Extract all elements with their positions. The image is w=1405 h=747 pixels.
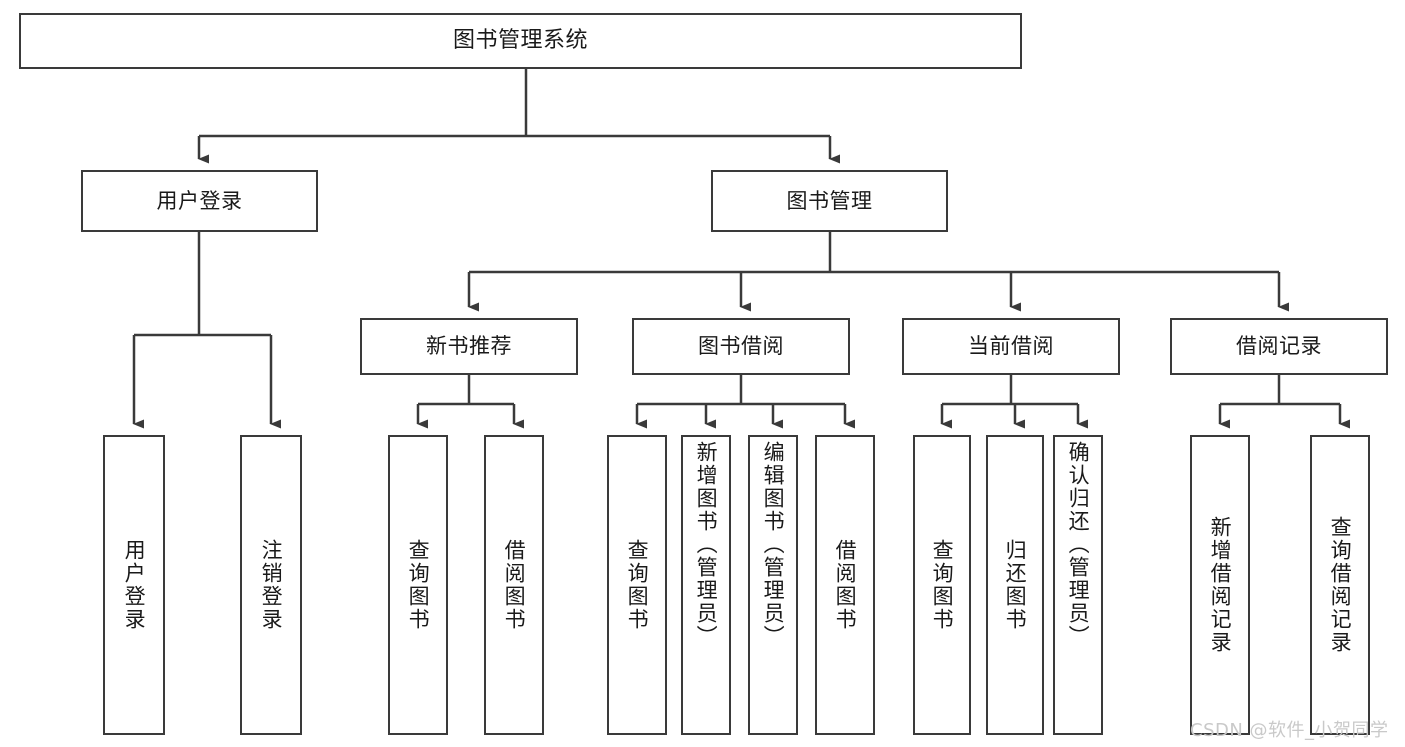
node-label: 当前借阅	[968, 334, 1054, 359]
connector-userlogin-to-leaves	[132, 232, 281, 429]
node-leaf08[interactable]: 借阅图书	[815, 435, 875, 735]
node-leaf04[interactable]: 借阅图书	[484, 435, 544, 735]
node-label: 借阅图书	[833, 539, 858, 631]
connector-lines	[132, 69, 1350, 429]
connector-current-to-leaves	[940, 375, 1088, 429]
node-label: 用户登录	[156, 188, 243, 213]
node-label: 归还图书	[1003, 539, 1028, 631]
node-label: 新增图书（管理员）	[694, 441, 719, 648]
node-leaf13[interactable]: 查询借阅记录	[1310, 435, 1370, 735]
connector-root-to-level2	[197, 69, 840, 164]
node-l3b[interactable]: 图书借阅	[632, 318, 850, 375]
node-label: 借阅图书	[502, 539, 527, 631]
node-leaf05[interactable]: 查询图书	[607, 435, 667, 735]
node-l3a[interactable]: 新书推荐	[360, 318, 578, 375]
node-leaf07[interactable]: 编辑图书（管理员）	[748, 435, 798, 735]
node-label: 查询图书	[625, 539, 650, 631]
node-leaf12[interactable]: 新增借阅记录	[1190, 435, 1250, 735]
node-l3d[interactable]: 借阅记录	[1170, 318, 1388, 375]
node-leaf09[interactable]: 查询图书	[913, 435, 971, 735]
connector-borrow-to-leaves	[635, 375, 855, 429]
node-label: 编辑图书（管理员）	[761, 441, 786, 648]
node-l2a[interactable]: 用户登录	[81, 170, 318, 232]
node-label: 借阅记录	[1236, 334, 1322, 359]
connector-bookmgmt-to-level3	[467, 232, 1289, 312]
node-label: 新书推荐	[426, 334, 512, 359]
connector-newbook-to-leaves	[416, 375, 524, 429]
node-label: 查询图书	[406, 539, 431, 631]
node-label: 查询借阅记录	[1328, 516, 1353, 654]
connector-record-to-leaves	[1218, 375, 1350, 429]
node-leaf03[interactable]: 查询图书	[388, 435, 448, 735]
node-label: 用户登录	[122, 539, 147, 631]
node-root[interactable]: 图书管理系统	[19, 13, 1022, 69]
node-leaf06[interactable]: 新增图书（管理员）	[681, 435, 731, 735]
node-l2b[interactable]: 图书管理	[711, 170, 948, 232]
node-leaf02[interactable]: 注销登录	[240, 435, 302, 735]
node-leaf01[interactable]: 用户登录	[103, 435, 165, 735]
watermark-label: CSDN @软件_小贺同学	[1190, 720, 1389, 741]
node-label: 确认归还（管理员）	[1066, 441, 1091, 648]
node-label: 查询图书	[930, 539, 955, 631]
node-leaf10[interactable]: 归还图书	[986, 435, 1044, 735]
node-leaf11[interactable]: 确认归还（管理员）	[1053, 435, 1103, 735]
node-label: 图书管理系统	[452, 28, 588, 54]
node-label: 图书借阅	[698, 334, 784, 359]
node-l3c[interactable]: 当前借阅	[902, 318, 1120, 375]
node-label: 注销登录	[259, 539, 284, 631]
node-label: 新增借阅记录	[1208, 516, 1233, 654]
node-label: 图书管理	[786, 188, 873, 213]
